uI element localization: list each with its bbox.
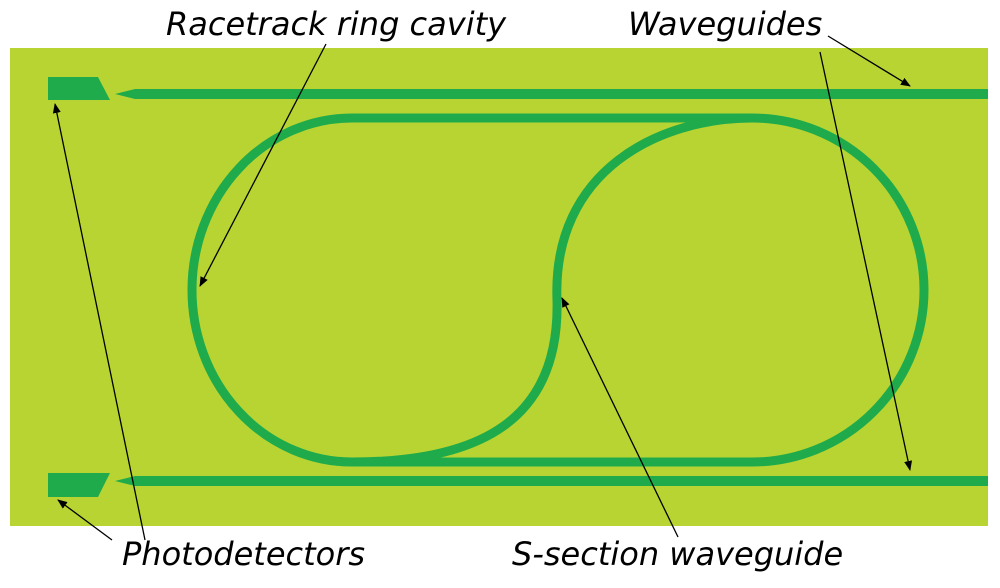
arrow-s-section: [561, 297, 679, 538]
label-waveguides: Waveguides: [628, 5, 823, 43]
arrow-waveguide-top: [827, 35, 911, 87]
racetrack-ring-cavity: [187, 113, 929, 467]
arrow-photodetector-top: [52, 103, 146, 541]
arrow-racetrack: [199, 43, 327, 287]
arrow-photodetector-bottom: [57, 499, 113, 541]
label-photodetectors: Photodetectors: [122, 535, 366, 573]
photodetector-bottom: [48, 473, 110, 497]
photodetector-top: [48, 77, 110, 100]
s-section-waveguide: [351, 113, 753, 467]
waveguide-bottom: [115, 476, 988, 486]
label-s-section-waveguide: S-section waveguide: [512, 535, 844, 573]
label-racetrack-ring-cavity: Racetrack ring cavity: [166, 5, 507, 43]
waveguide-top: [115, 89, 988, 99]
arrow-waveguide-bottom: [819, 51, 913, 471]
